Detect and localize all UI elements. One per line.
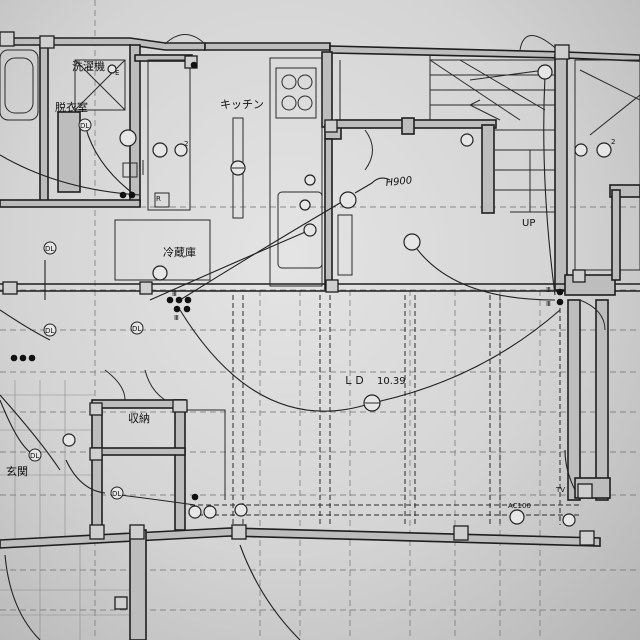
num-2-label: 2	[611, 138, 615, 146]
dl-icon	[43, 323, 57, 337]
ld-area-label: 10.39	[377, 376, 406, 387]
three-way-switch-label: Ⅲ	[546, 286, 551, 294]
dressing-room-label: 脱衣室	[55, 100, 88, 114]
switch-groups: Ⅲ Ⅲ Ⅲ Ⅲ R 2 2 E	[10, 61, 615, 501]
dl-icon	[130, 321, 144, 335]
e-mark-label: E	[115, 69, 119, 77]
laundry-fixtures	[0, 49, 191, 211]
dl-label: DL	[132, 325, 141, 333]
dl-icon	[110, 486, 124, 500]
electrical-wiring	[0, 74, 576, 640]
dl-icon	[43, 241, 57, 255]
columns	[0, 31, 595, 610]
stair-light	[537, 64, 553, 80]
living-dining-label: ＬＤ	[343, 374, 365, 387]
ceiling-lights	[230, 64, 553, 412]
kitchen-label: キッチン	[220, 98, 264, 111]
dl-label: DL	[80, 122, 89, 130]
three-way-switch-label: Ⅲ	[174, 314, 179, 322]
handwritten-note: H900	[385, 175, 413, 189]
fridge-label: 冷蔵庫	[163, 245, 196, 259]
r-mark-label: R	[156, 195, 161, 203]
ac-outlet-label: AC100	[508, 502, 531, 510]
staircase	[339, 55, 640, 213]
tv-outlet-label: TV	[555, 486, 565, 494]
entrance-label: 玄関	[6, 464, 28, 478]
dl-icon	[28, 448, 42, 462]
dl-label: DL	[112, 490, 121, 498]
stair-up-label: UP	[522, 218, 535, 229]
floor-board-lines	[190, 295, 580, 525]
door-swings	[104, 34, 606, 500]
dl-label: DL	[45, 327, 54, 335]
storage-label: 収納	[128, 412, 150, 425]
kitchen-fixtures	[232, 57, 353, 287]
dl-label: DL	[45, 245, 54, 253]
downlights: DL DL DL DL DL DL	[28, 118, 144, 500]
dl-icon	[78, 118, 92, 132]
laundry-label: 洗濯機	[72, 59, 105, 73]
three-way-switch-label: Ⅲ	[172, 290, 177, 298]
ld-light-upper	[403, 233, 421, 251]
fixture-symbols	[62, 64, 612, 527]
dl-label: DL	[30, 452, 39, 460]
num-2-label: 2	[184, 140, 188, 148]
room-labels: 洗濯機 脱衣室 キッチン 冷蔵庫 収納 玄関 ＬＤ 10.39 UP AC100…	[6, 59, 565, 510]
three-way-switch-label: Ⅲ	[546, 300, 551, 308]
